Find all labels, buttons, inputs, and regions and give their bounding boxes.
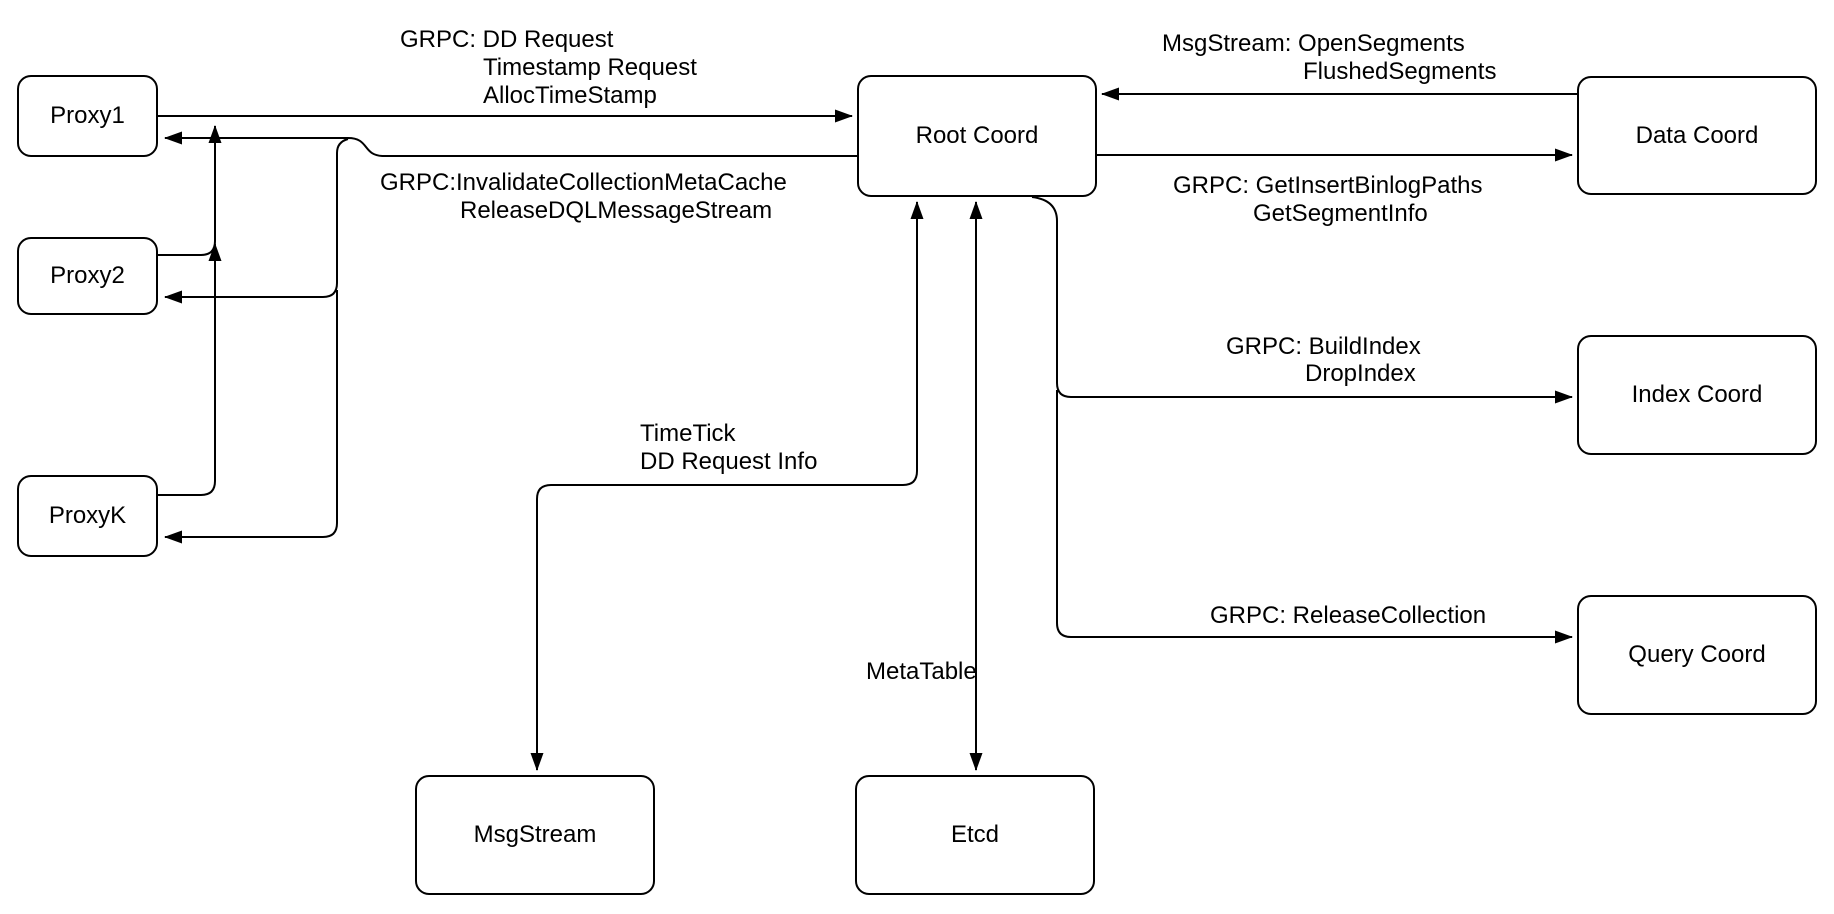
label-root-to-msgstream-line1: TimeTick bbox=[640, 420, 736, 447]
label-root-to-proxies-line2: ReleaseDQLMessageStream bbox=[460, 197, 773, 224]
edge-proxyk-merge bbox=[158, 243, 222, 496]
edge-proxy2-merge bbox=[158, 125, 222, 256]
node-proxy1-label: Proxy1 bbox=[50, 102, 125, 129]
label-root-to-data-line2: GetSegmentInfo bbox=[1253, 200, 1428, 227]
label-proxies-to-root-line3: AllocTimeStamp bbox=[483, 82, 657, 109]
node-etcd-label: Etcd bbox=[950, 821, 1000, 848]
label-root-to-proxies-line1: GRPC:InvalidateCollectionMetaCache bbox=[380, 169, 787, 196]
label-root-to-data-line1: GRPC: GetInsertBinlogPaths bbox=[1173, 172, 1483, 199]
label-data-to-root-line1: MsgStream: OpenSegments bbox=[1162, 30, 1465, 57]
node-query-coord: Query Coord bbox=[1577, 595, 1817, 715]
edge-rootcoord-to-querycoord bbox=[1056, 390, 1573, 644]
node-proxy2-label: Proxy2 bbox=[50, 262, 125, 289]
label-root-to-query-line1: GRPC: ReleaseCollection bbox=[1210, 602, 1487, 629]
edge-rootcoord-to-proxy2 bbox=[164, 138, 349, 304]
edge-rootcoord-to-proxyk bbox=[164, 290, 338, 544]
label-root-to-msgstream-line2: DD Request Info bbox=[640, 448, 818, 475]
edge-rootcoord-to-indexcoord bbox=[1031, 196, 1573, 404]
node-proxy1: Proxy1 bbox=[17, 75, 158, 157]
node-proxyk: ProxyK bbox=[17, 475, 158, 557]
label-data-to-root-line2: FlushedSegments bbox=[1303, 58, 1497, 85]
node-etcd: Etcd bbox=[855, 775, 1095, 895]
label-proxies-to-root-line2: Timestamp Request bbox=[483, 54, 697, 81]
node-query-coord-label: Query Coord bbox=[1628, 641, 1766, 668]
node-index-coord-label: Index Coord bbox=[1631, 381, 1763, 408]
node-msgstream-label: MsgStream bbox=[473, 821, 597, 848]
node-root-coord-label: Root Coord bbox=[915, 122, 1039, 149]
label-proxies-to-root-line1: GRPC: DD Request bbox=[400, 26, 614, 53]
edge-rootcoord-to-proxy1 bbox=[164, 131, 857, 157]
label-root-to-index-line1: GRPC: BuildIndex bbox=[1226, 333, 1421, 360]
label-root-to-index-line2: DropIndex bbox=[1305, 360, 1416, 387]
node-data-coord-label: Data Coord bbox=[1635, 121, 1759, 149]
node-proxy2: Proxy2 bbox=[17, 237, 158, 315]
label-root-to-etcd-line1: MetaTable bbox=[866, 658, 977, 685]
node-msgstream: MsgStream bbox=[415, 775, 655, 895]
node-index-coord: Index Coord bbox=[1577, 335, 1817, 455]
node-data-coord: Data Coord bbox=[1577, 76, 1817, 195]
node-root-coord: Root Coord bbox=[857, 75, 1097, 197]
edge-rootcoord-msgstream bbox=[530, 201, 924, 771]
node-proxyk-label: ProxyK bbox=[48, 502, 127, 529]
